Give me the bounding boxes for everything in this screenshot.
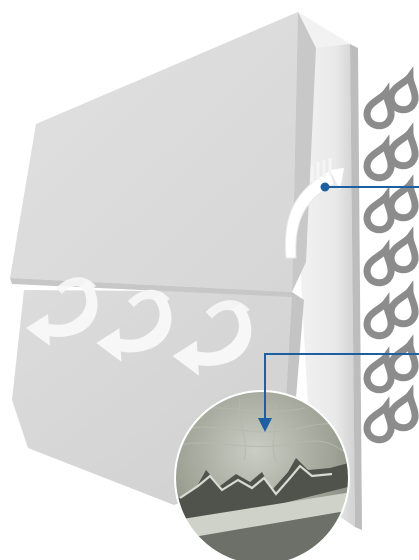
panel-upper-face [10, 12, 298, 292]
water-drop-icon [387, 174, 419, 222]
insulation-panel [10, 12, 316, 505]
inset-border [174, 390, 350, 560]
airflow-arrow-icon [96, 289, 172, 362]
callout-membrane [320, 182, 419, 192]
vapor-flow-arrow-icon [284, 158, 344, 259]
water-drop-icon [387, 384, 419, 432]
callout-dot-icon [320, 182, 330, 192]
water-drop-icon [387, 334, 419, 382]
water-drops [363, 66, 419, 444]
airflow-arrow-icon [172, 300, 252, 376]
water-drop-icon [387, 226, 419, 274]
water-drop-icon [387, 122, 419, 170]
water-drop-icon [387, 66, 419, 114]
airflow-arrows [26, 277, 252, 376]
airflow-arrow-icon [26, 277, 98, 346]
water-drop-icon [363, 82, 395, 130]
callout-inset [258, 353, 419, 432]
water-drop-icon [387, 280, 419, 328]
microscope-inset [175, 391, 349, 560]
callout-arrow-icon [258, 418, 272, 432]
